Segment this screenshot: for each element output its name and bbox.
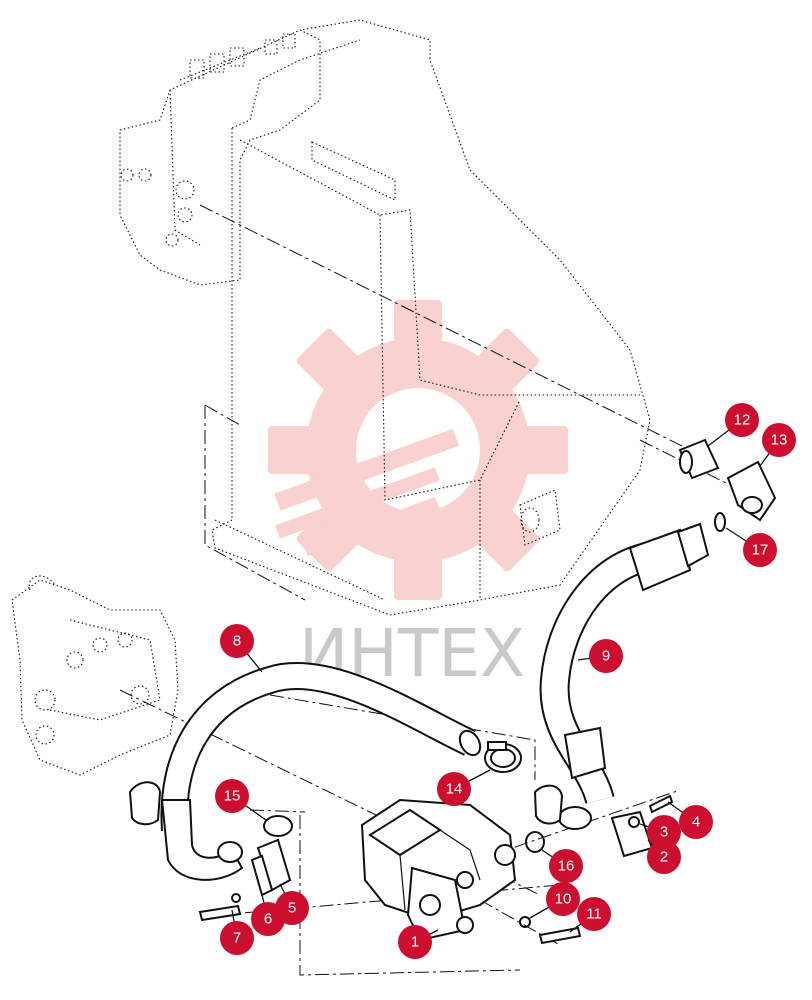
washer-3 <box>628 816 640 828</box>
callout-14-label: 14 <box>446 781 463 798</box>
callout-13: 13 <box>762 423 796 457</box>
callout-3-label: 3 <box>660 824 668 841</box>
o-ring-15 <box>263 815 293 837</box>
main-pump-assembly <box>11 575 179 776</box>
hose-clamp-14 <box>484 741 522 773</box>
callout-5-label: 5 <box>288 900 296 917</box>
fitting-13-elbow <box>726 460 777 522</box>
callout-11-label: 11 <box>586 906 602 923</box>
callout-2-label: 2 <box>660 849 668 866</box>
callout-12: 12 <box>725 403 759 437</box>
callout-1: 1 <box>398 925 432 959</box>
flange-half-6 <box>250 854 274 897</box>
callout-6: 6 <box>251 902 285 936</box>
callout-8-label: 8 <box>233 633 241 650</box>
watermark-logo <box>268 300 568 600</box>
callout-7: 7 <box>220 921 254 955</box>
fitting-12 <box>678 438 720 480</box>
callout-7-label: 7 <box>233 930 241 947</box>
bolt-7 <box>198 904 242 922</box>
flange-shield-left <box>128 781 162 826</box>
callout-11: 11 <box>577 897 611 931</box>
flange-half-2 <box>610 810 654 858</box>
callout-3: 3 <box>647 815 681 849</box>
callout-12-label: 12 <box>734 412 751 429</box>
callout-15: 15 <box>215 779 249 813</box>
flange-shield-right <box>533 784 564 825</box>
tank-housing <box>211 19 651 616</box>
callout-2: 2 <box>647 840 681 874</box>
callout-17: 17 <box>743 533 777 567</box>
callout-17-label: 17 <box>752 542 769 559</box>
hose-8 <box>160 662 482 881</box>
callout-4-label: 4 <box>692 814 700 831</box>
o-ring-16 <box>525 831 545 853</box>
hose-9 <box>539 522 710 830</box>
o-ring-17 <box>714 512 726 532</box>
callout-10: 10 <box>546 882 580 916</box>
callout-16-label: 16 <box>558 858 575 875</box>
callout-14: 14 <box>437 772 471 806</box>
callout-13-label: 13 <box>771 432 788 449</box>
callout-4: 4 <box>679 805 713 839</box>
callout-8: 8 <box>220 624 254 658</box>
bolt-11 <box>538 926 582 945</box>
callout-15-label: 15 <box>224 788 241 805</box>
callout-6-label: 6 <box>264 911 272 928</box>
washer-10 <box>519 916 531 928</box>
bolt-4 <box>648 794 674 814</box>
gear-pump <box>360 798 517 942</box>
callout-9-label: 9 <box>602 648 610 665</box>
callout-1-label: 1 <box>411 934 419 951</box>
washer-7 <box>231 893 241 903</box>
callout-16: 16 <box>549 849 583 883</box>
valve-block <box>119 29 321 286</box>
callout-10-label: 10 <box>555 891 572 908</box>
callout-9: 9 <box>589 639 623 673</box>
